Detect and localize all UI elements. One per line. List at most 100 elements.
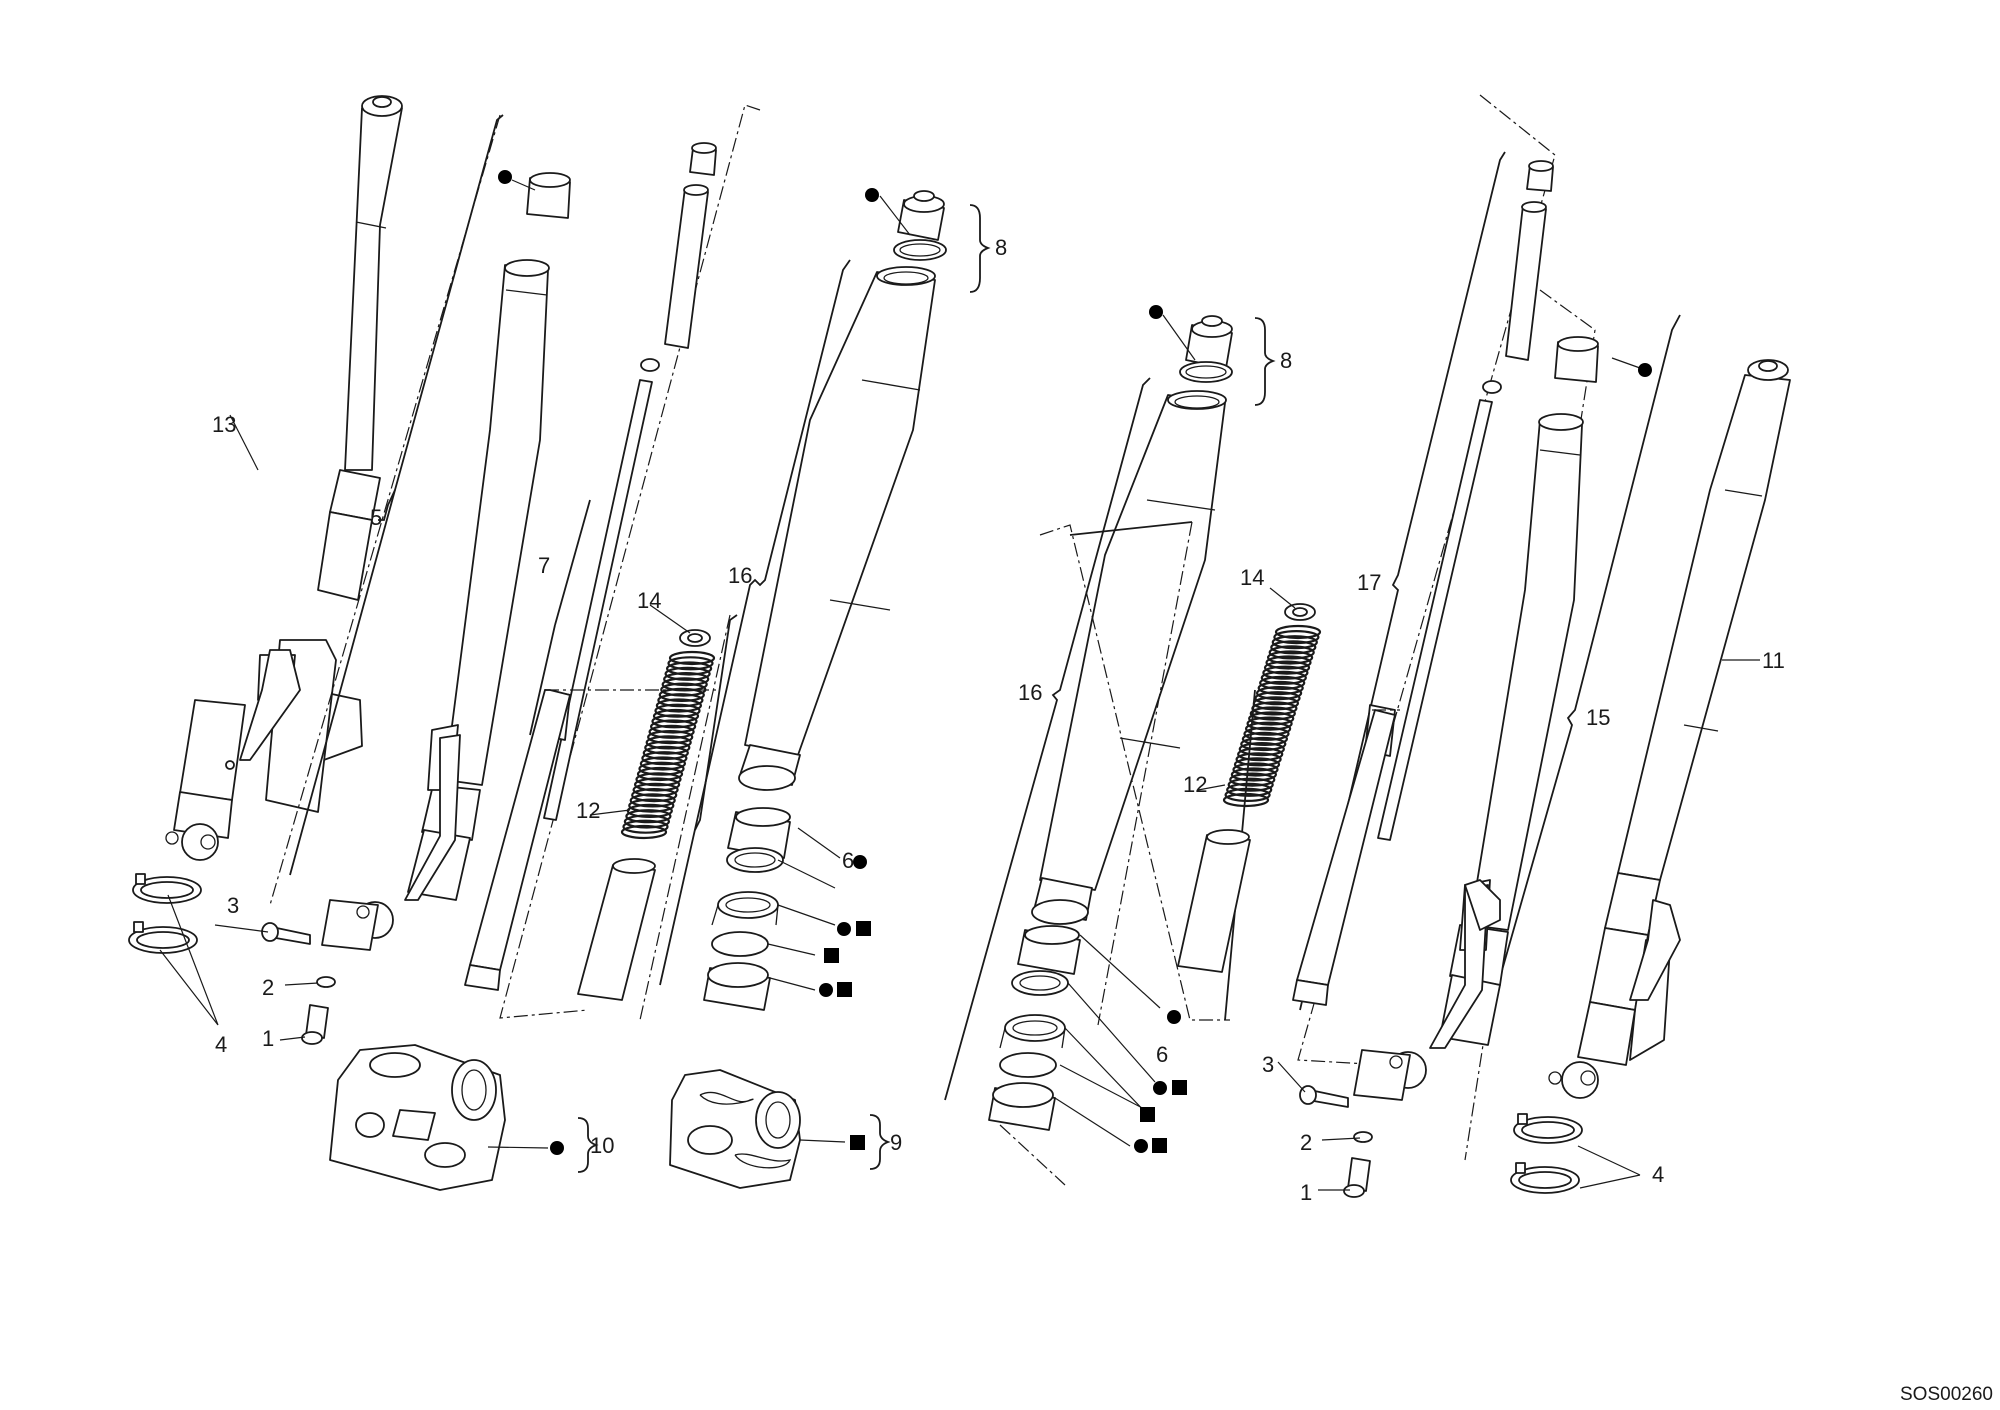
spring-coil — [661, 677, 708, 692]
spring-coil — [644, 740, 691, 755]
spring-coil — [1248, 711, 1295, 726]
callout-right-6: 6 — [1156, 1042, 1168, 1067]
spring-coil — [668, 650, 716, 666]
left-fork-outer-leg-13 — [165, 95, 403, 861]
callout-right-4: 4 — [1652, 1162, 1664, 1187]
spring-coil — [636, 766, 684, 782]
spring-coil — [663, 671, 710, 687]
callout-left-9: 9 — [890, 1130, 902, 1155]
spring-coil — [654, 703, 701, 718]
spring-coil — [1249, 706, 1296, 721]
spring-coil — [667, 656, 714, 671]
spring-coil — [620, 824, 668, 840]
spring-coil — [651, 714, 698, 729]
spring-coil — [655, 698, 703, 713]
callout-left-14: 14 — [637, 588, 661, 613]
callout-left-2: 2 — [262, 975, 274, 1000]
spring-coil — [641, 751, 688, 766]
spring-coil — [632, 782, 679, 797]
spring-coil — [635, 772, 682, 787]
right-cartridge-17 — [1292, 94, 1556, 1066]
callout-labels: 13 5 7 16 14 12 8 6 3 2 1 4 10 9 8 14 17… — [212, 235, 1993, 1405]
circle-marker — [819, 983, 833, 997]
spring-coil — [1235, 752, 1282, 767]
spring-coil — [1238, 741, 1285, 757]
spring-coil — [1241, 731, 1289, 747]
spring-coil — [1257, 680, 1304, 696]
spring-coil — [1232, 762, 1279, 777]
braces — [577, 204, 1276, 1173]
spring-coil — [664, 666, 711, 681]
spring-coil — [645, 735, 692, 750]
spring-coil — [1243, 726, 1290, 741]
spring-coil — [642, 745, 689, 761]
spring-coil — [1222, 792, 1270, 808]
spring-coil — [638, 761, 685, 776]
right-spring-12 — [1039, 521, 1322, 1026]
spring-coil — [658, 687, 705, 703]
circle-marker — [550, 1141, 564, 1155]
square-marker — [1172, 1080, 1187, 1095]
circle-marker — [498, 170, 512, 184]
callout-right-16: 16 — [1018, 680, 1042, 705]
left-top-cap-8 — [893, 190, 947, 261]
spring-coil — [1254, 691, 1301, 706]
spring-coil — [1252, 696, 1300, 711]
callout-left-13: 13 — [212, 412, 236, 437]
callout-right-12: 12 — [1183, 772, 1207, 797]
callout-left-16: 16 — [728, 563, 752, 588]
spring-coil — [1244, 721, 1292, 736]
seal-kit-10 — [329, 1044, 506, 1191]
spring-coil — [660, 682, 707, 697]
leader-lines — [159, 179, 1760, 1191]
right-seals-6 — [988, 925, 1081, 1186]
spring-coil — [629, 793, 676, 808]
spring-coil — [625, 809, 672, 824]
spring-coil — [648, 724, 695, 739]
left-seals-6 — [703, 807, 791, 1011]
circle-marker — [1167, 1010, 1181, 1024]
circle-marker — [1149, 305, 1163, 319]
callout-right-3: 3 — [1262, 1052, 1274, 1077]
callout-right-2: 2 — [1300, 1130, 1312, 1155]
callout-left-5: 5 — [370, 505, 382, 530]
spring-coil — [1270, 640, 1317, 655]
circle-marker — [865, 188, 879, 202]
spring-coil — [1240, 736, 1287, 752]
circle-marker — [1638, 363, 1652, 377]
left-inner-leg-16 — [659, 259, 936, 986]
callout-right-8: 8 — [1280, 348, 1292, 373]
circle-marker — [1134, 1139, 1148, 1153]
left-spring-12 — [577, 614, 738, 1021]
square-marker — [837, 982, 852, 997]
callout-right-11: 11 — [1762, 648, 1785, 673]
square-marker — [1152, 1138, 1167, 1153]
spring-coil — [1224, 787, 1271, 803]
spring-coil — [633, 777, 681, 792]
callout-right-14: 14 — [1240, 565, 1264, 590]
spring-coil — [1259, 675, 1306, 691]
spring-coil — [1274, 624, 1322, 640]
callout-left-3: 3 — [227, 893, 239, 918]
circle-marker — [853, 855, 867, 869]
spring-coil — [1262, 665, 1309, 680]
callout-right-17: 17 — [1357, 570, 1381, 595]
callout-left-12: 12 — [576, 798, 600, 823]
legend-markers — [498, 170, 1652, 1155]
left-fork-assembly-5 — [269, 114, 571, 951]
callout-right-15: 15 — [1586, 705, 1610, 730]
spring-coil — [657, 693, 704, 708]
spring-coil — [626, 803, 673, 819]
spring-coil — [1237, 747, 1284, 762]
drawing-code: SOS00260 — [1900, 1384, 1993, 1405]
spring-coil — [1227, 777, 1274, 792]
callout-left-10: 10 — [590, 1133, 614, 1158]
spring-coil — [628, 798, 675, 813]
spring-coil — [1251, 701, 1298, 716]
right-inner-leg-16 — [944, 377, 1227, 1101]
circle-marker — [837, 922, 851, 936]
callout-left-6: 6 — [842, 848, 854, 873]
square-marker — [1140, 1107, 1155, 1122]
spring-coil — [1266, 650, 1314, 665]
